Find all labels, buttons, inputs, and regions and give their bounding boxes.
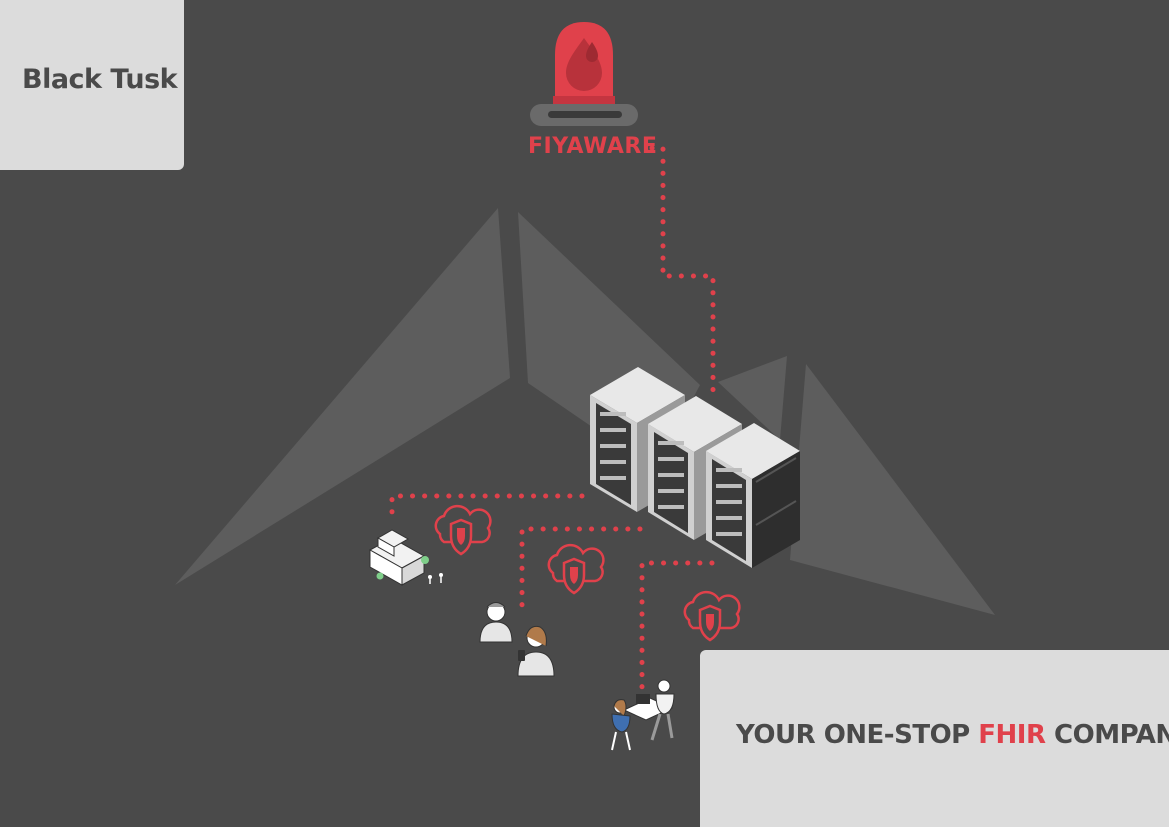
tagline-prefix: YOUR ONE-STOP [736,720,979,750]
hospital-building-icon [368,529,443,586]
line-servers-to-office [639,560,715,693]
line-fiyaware-to-servers [649,145,716,403]
siren-icon [530,22,638,126]
consultation-desk-icon [611,679,675,751]
server-rack-icon [590,367,800,568]
connection-lines [389,145,716,693]
tagline: YOUR ONE-STOP FHIR COMPANY [736,720,1169,750]
cloud-shield-icon-3 [683,590,741,642]
logo-card: Black Tusk [0,0,184,170]
tagline-highlight: FHIR [978,720,1046,750]
tagline-card: YOUR ONE-STOP FHIR COMPANY [700,650,1169,827]
line-servers-to-hospital [389,493,585,523]
server-rack-3 [706,423,800,568]
cloud-shield-icon-2 [547,543,605,595]
fiyaware-label: FIYAWARE [528,134,658,159]
cloud-shield-icon-1 [434,504,492,556]
tagline-suffix: COMPANY [1054,720,1169,750]
mountain-backdrop [175,208,995,615]
brand-name: Black Tusk [22,64,178,95]
doctor-patient-icon [479,602,555,677]
